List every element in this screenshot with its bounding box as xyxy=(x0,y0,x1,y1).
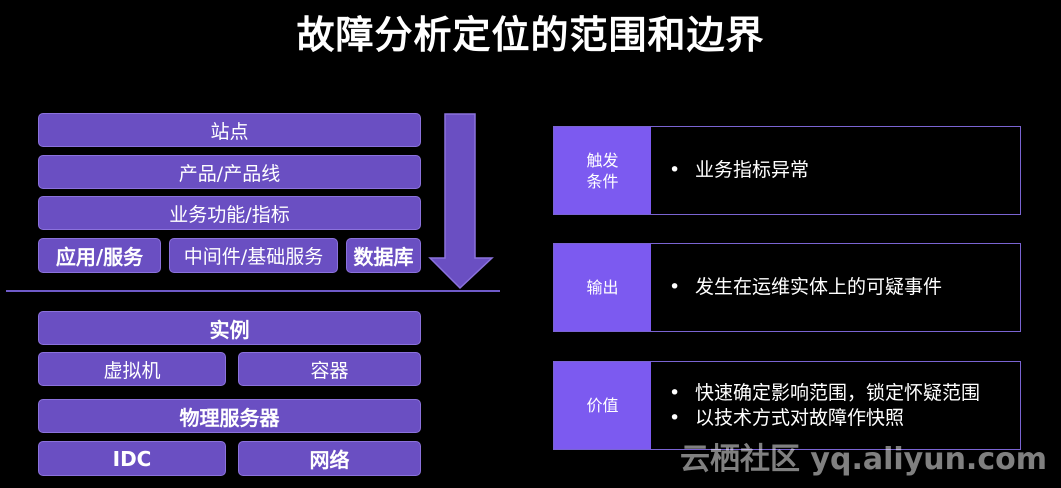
panel-label: 输出 xyxy=(554,244,651,331)
middleware-layer: 中间件/基础服务 xyxy=(169,238,338,273)
panel-label: 价值 xyxy=(554,362,651,449)
bullet-item: •业务指标异常 xyxy=(669,159,810,181)
watermark: 云栖社区 yq.aliyun.com xyxy=(679,442,1047,477)
site-layer: 站点 xyxy=(38,113,421,147)
panel-label-line: 触发 xyxy=(586,150,619,170)
container-layer: 容器 xyxy=(238,352,421,386)
output-panel: 输出 •发生在运维实体上的可疑事件 xyxy=(553,243,1021,332)
panel-body: •快速确定影响范围，锁定怀疑范围 •以技术方式对故障作快照 xyxy=(669,362,1010,449)
instance-layer: 实例 xyxy=(38,311,421,345)
down-arrow-icon xyxy=(428,113,494,290)
vm-layer: 虚拟机 xyxy=(38,352,226,386)
bullet-item: •快速确定影响范围，锁定怀疑范围 xyxy=(669,381,981,404)
panel-label-line: 价值 xyxy=(586,396,619,415)
value-panel: 价值 •快速确定影响范围，锁定怀疑范围 •以技术方式对故障作快照 xyxy=(553,361,1021,450)
database-layer: 数据库 xyxy=(346,238,421,273)
app-service-layer: 应用/服务 xyxy=(38,238,161,273)
network-layer: 网络 xyxy=(238,441,421,476)
page-title: 故障分析定位的范围和边界 xyxy=(296,13,765,57)
layer-divider xyxy=(6,290,500,292)
product-layer: 产品/产品线 xyxy=(38,155,421,189)
panel-body: •业务指标异常 xyxy=(669,127,1010,214)
panel-label-line: 条件 xyxy=(586,171,619,191)
physical-server-layer: 物理服务器 xyxy=(38,399,421,433)
bullet-item: •以技术方式对故障作快照 xyxy=(669,406,905,429)
bullet-item: •发生在运维实体上的可疑事件 xyxy=(669,276,943,298)
panel-body: •发生在运维实体上的可疑事件 xyxy=(669,244,1010,331)
business-function-layer: 业务功能/指标 xyxy=(38,196,421,230)
idc-layer: IDC xyxy=(38,441,226,476)
trigger-condition-panel: 触发 条件 •业务指标异常 xyxy=(553,126,1021,215)
panel-label-line: 输出 xyxy=(586,278,619,297)
panel-label: 触发 条件 xyxy=(554,127,651,214)
